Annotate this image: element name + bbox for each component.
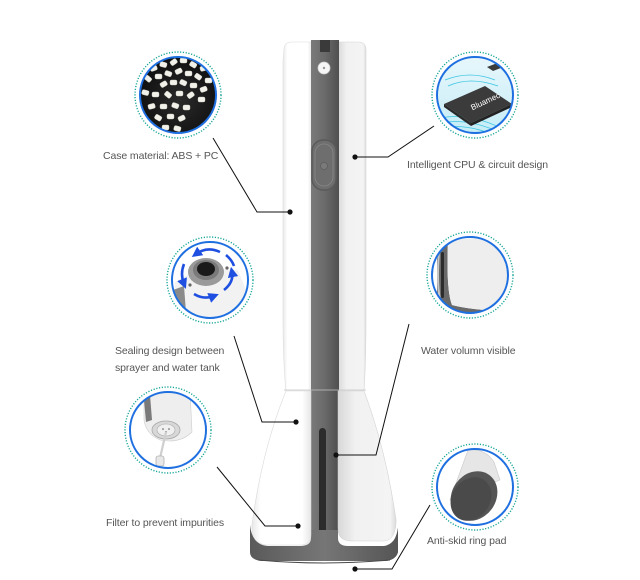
nozzle-slot [320, 40, 330, 52]
label-water-volume: Water volumn visible [421, 345, 516, 357]
handle-right-shell [337, 41, 367, 393]
cpu-chip-icon: Bluamec [437, 57, 513, 133]
leader-anti-skid [355, 504, 431, 570]
callout-filter [124, 386, 212, 474]
leader-sealing [233, 335, 296, 423]
callout-anti-skid [431, 443, 519, 531]
cpu-chip-body [444, 86, 512, 123]
leader-filter [216, 466, 298, 527]
callout-water-volume [426, 231, 514, 319]
leader-lines [212, 125, 435, 570]
label-filter: Filter to prevent impurities [106, 517, 224, 529]
water-flosser-device [250, 40, 398, 564]
handle-left-shell [282, 41, 313, 393]
leader-dots [287, 154, 358, 572]
callout-sealing [166, 236, 254, 324]
label-case-material: Case material: ABS + PC [103, 150, 219, 162]
leader-cpu [355, 125, 435, 158]
leader-case-material [212, 137, 290, 213]
label-anti-skid: Anti-skid ring pad [427, 535, 507, 547]
water-window-icon [432, 237, 508, 313]
leader-water-volume [336, 323, 410, 456]
handle-center-stripe [311, 40, 339, 395]
callout-cpu: Bluamec [431, 51, 519, 139]
plastic-pellets-icon [140, 57, 216, 133]
label-cpu: Intelligent CPU & circuit design [407, 159, 548, 171]
filter-icon [130, 392, 206, 468]
label-sealing: Sealing design between sprayer and water… [115, 345, 225, 374]
rotation-arrows-icon [177, 246, 239, 303]
callout-case-material [134, 51, 222, 139]
water-level-window [319, 428, 326, 548]
ring-pad-icon [437, 449, 513, 525]
